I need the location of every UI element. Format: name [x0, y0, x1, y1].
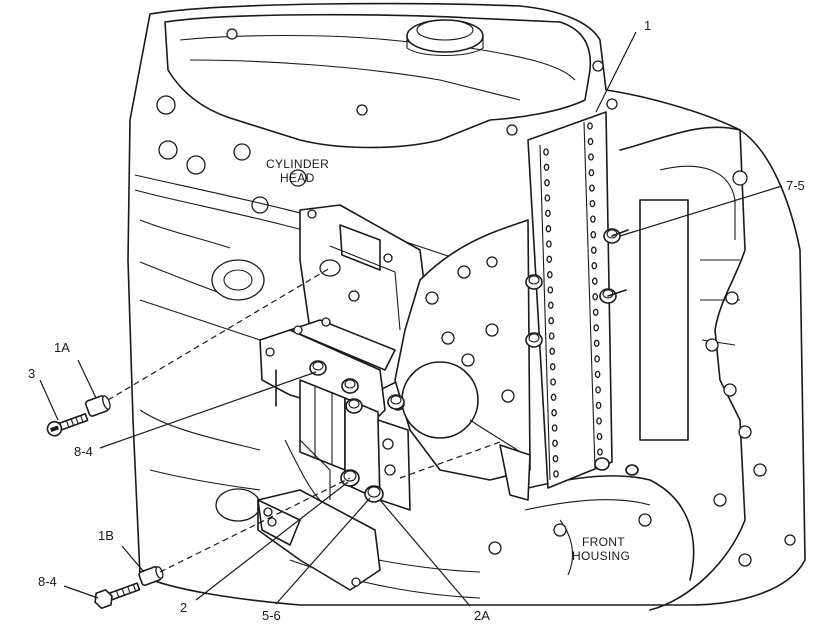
- gasket-hole: [597, 448, 603, 456]
- gasket-hole: [546, 240, 552, 248]
- callout-1: 1: [644, 18, 651, 33]
- gasket-hole: [588, 153, 594, 161]
- gasket-hole: [551, 424, 558, 432]
- gasket-hole: [549, 347, 556, 355]
- gasket-hole: [552, 439, 558, 447]
- oil-filler-cap: [406, 19, 484, 53]
- gasket-hole: [552, 455, 559, 463]
- engine-block: [127, 2, 806, 606]
- gasket-hole: [550, 378, 556, 386]
- callout-3: 3: [28, 366, 35, 381]
- gasket-hole: [590, 215, 596, 223]
- gasket-hole: [590, 246, 597, 254]
- bolt-head: [387, 394, 405, 410]
- assembly-paths: [107, 267, 501, 573]
- gasket-hole: [595, 401, 602, 410]
- bolt-head: [345, 398, 363, 414]
- gasket-hole: [550, 393, 557, 401]
- gasket-hole: [590, 231, 597, 239]
- gasket-hole: [545, 209, 551, 217]
- caption-cylinder-head-line2: HEAD: [280, 171, 315, 185]
- front-plate-gasket: [527, 111, 613, 489]
- caption-front-housing-line1: FRONT: [582, 535, 625, 549]
- callout-7-5: 7-5: [786, 178, 805, 193]
- gasket-hole: [588, 168, 595, 177]
- callout-1A: 1A: [54, 340, 70, 355]
- gasket-hole: [591, 277, 598, 285]
- gasket-hole: [546, 255, 553, 263]
- gasket-hole: [545, 225, 552, 233]
- gasket-hole: [548, 317, 555, 325]
- gasket-hole: [544, 179, 550, 187]
- gasket-hole: [547, 286, 554, 294]
- gasket-hole: [592, 293, 599, 301]
- exploded-fastener-1B-8-4: [94, 566, 164, 610]
- caption-front-housing-line2: HOUSING: [572, 549, 630, 563]
- gasket-hole: [587, 122, 593, 130]
- leader-lines: [39, 31, 783, 607]
- bolt-3: [46, 413, 89, 437]
- gasket-hole: [589, 199, 596, 208]
- gasket-hole: [553, 470, 559, 478]
- gasket-hole: [595, 386, 601, 394]
- region-captions: CYLINDER HEAD FRONT HOUSING: [266, 157, 630, 563]
- gasket-hole: [596, 417, 602, 425]
- callout-5-6: 5-6: [262, 608, 281, 623]
- gasket-hole: [546, 271, 553, 279]
- gasket-hole: [548, 332, 555, 340]
- callout-8-4-upper: 8-4: [74, 444, 93, 459]
- gasket-hole: [591, 262, 598, 270]
- bolt-head: [625, 464, 639, 476]
- bolt-head: [309, 360, 327, 376]
- bolt-head: [525, 332, 543, 348]
- callout-8-4-lower: 8-4: [38, 574, 57, 589]
- gasket-hole: [551, 409, 557, 417]
- callout-2A: 2A: [474, 608, 490, 623]
- gasket-hole: [596, 432, 603, 441]
- front-housing-structure: [488, 126, 796, 611]
- gasket-hole: [587, 137, 594, 146]
- gasket-hole: [594, 370, 601, 379]
- middle-bracket: [259, 317, 411, 511]
- callout-labels: 1 7-5 1A 3 8-4 1B 8-4 2 5-6 2A: [28, 18, 805, 623]
- spacer-1A: [84, 395, 111, 417]
- gasket-hole: [589, 184, 595, 192]
- gear-hub: [401, 361, 479, 439]
- gasket-hole: [544, 194, 551, 202]
- gasket-hole: [549, 363, 556, 371]
- gasket-hole: [593, 324, 600, 332]
- bolt-head: [341, 378, 359, 394]
- callout-2: 2: [180, 600, 187, 615]
- gasket-hole: [592, 308, 599, 316]
- gasket-hole: [547, 301, 554, 309]
- gasket-hole: [593, 339, 600, 347]
- bolt-head: [364, 485, 384, 503]
- gasket-hole: [543, 163, 550, 171]
- callout-1B: 1B: [98, 528, 114, 543]
- caption-cylinder-head-line1: CYLINDER: [266, 157, 329, 171]
- bolt-8-4-lower: [94, 582, 141, 610]
- bolt-head: [594, 457, 610, 471]
- bolt-head: [525, 274, 543, 290]
- timing-cover-plate: [391, 219, 531, 501]
- gasket-hole: [594, 355, 600, 363]
- exploded-fastener-1A-3: [46, 395, 111, 437]
- spacer-1B: [138, 566, 164, 586]
- housing-web: [639, 199, 689, 441]
- gasket-hole: [543, 148, 549, 156]
